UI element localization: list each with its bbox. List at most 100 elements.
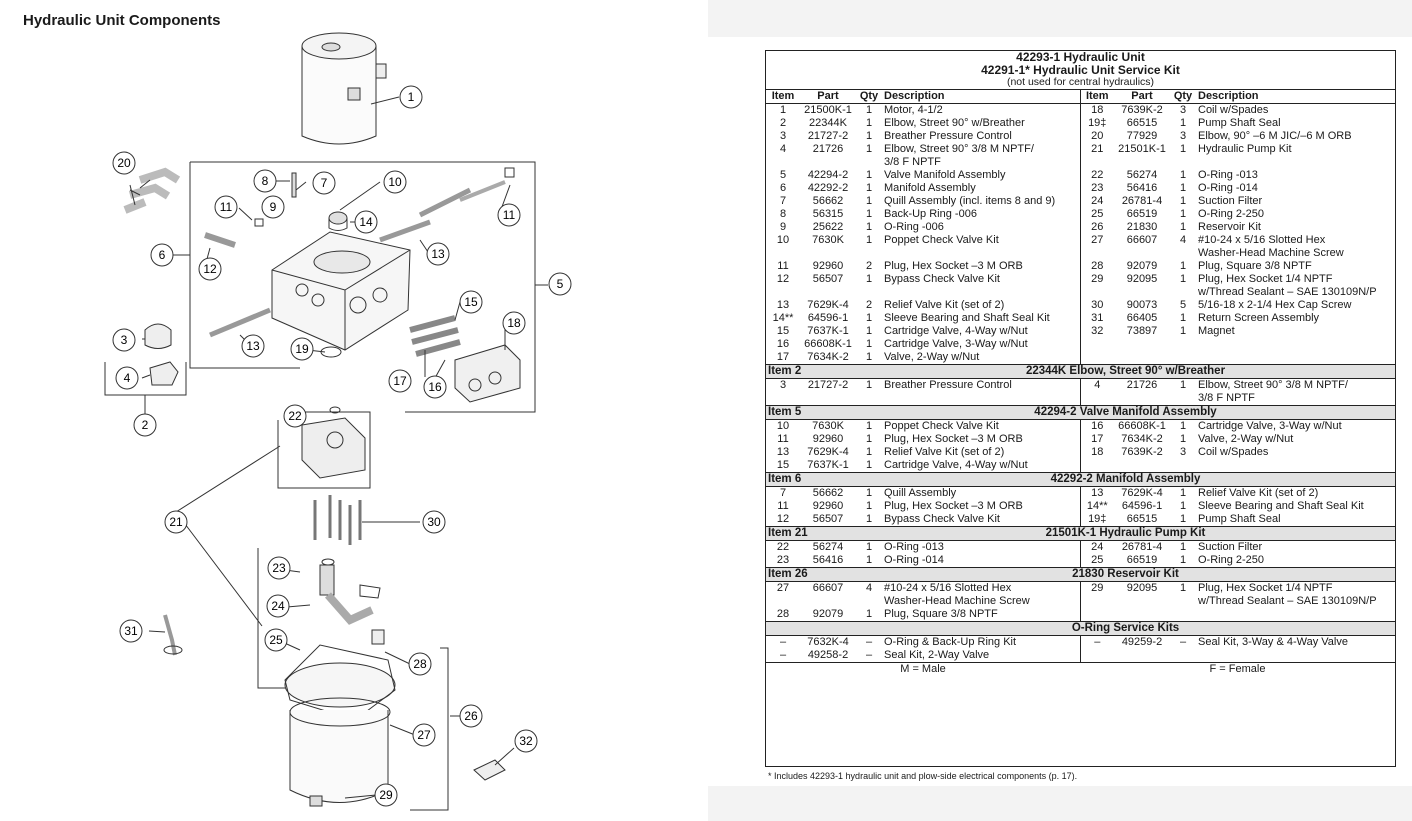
part-cell: 56662 xyxy=(812,487,844,499)
elbow-fittings xyxy=(123,167,181,214)
cartridge-valves xyxy=(204,167,521,403)
item-cell: 15 xyxy=(776,459,790,471)
part-cell: 21727-2 xyxy=(807,379,849,391)
item-cell: 1 xyxy=(779,104,787,116)
part-cell: 92960 xyxy=(812,500,844,512)
svg-text:32: 32 xyxy=(519,734,533,748)
qty-cell: 1 xyxy=(1179,273,1187,285)
qty-cell: 1 xyxy=(865,325,873,337)
manifold-block xyxy=(271,211,411,351)
item-cell: 7 xyxy=(779,195,787,207)
svg-text:26: 26 xyxy=(464,709,478,723)
description-cell: Breather Pressure Control xyxy=(884,130,1012,142)
item-cell: 28 xyxy=(776,608,790,620)
item-cell: 8 xyxy=(779,208,787,220)
item-cell: 23 xyxy=(776,554,790,566)
description-cell: Elbow, Street 90° w/Breather xyxy=(884,117,1025,129)
item-cell: 9 xyxy=(779,221,787,233)
svg-text:19: 19 xyxy=(295,342,309,356)
part-cell: 92079 xyxy=(812,608,844,620)
qty-cell: 1 xyxy=(865,169,873,181)
return-screen xyxy=(163,614,183,656)
svg-text:21: 21 xyxy=(169,515,183,529)
qty-cell xyxy=(1170,338,1196,351)
item-cell: 25 xyxy=(1079,554,1114,568)
callout-27: 27 xyxy=(412,723,436,747)
item-cell: – xyxy=(779,649,787,661)
callout-16: 16 xyxy=(423,375,447,399)
description-cell: Reservoir Kit xyxy=(1198,221,1261,233)
part-cell: 66607 xyxy=(812,582,844,594)
callout-24: 24 xyxy=(266,594,290,618)
item-cell: 15 xyxy=(776,325,790,337)
item-cell: 11 xyxy=(777,500,789,512)
description-cell: Return Screen Assembly xyxy=(1198,312,1320,324)
qty-cell: 1 xyxy=(865,312,873,324)
svg-text:10: 10 xyxy=(388,175,402,189)
description-cell: Suction Filter xyxy=(1198,541,1263,553)
qty-cell: 1 xyxy=(1179,500,1187,512)
part-cell: 92079 xyxy=(1126,260,1158,272)
part-cell: 7637K-1 xyxy=(807,459,849,471)
qty-cell: 1 xyxy=(865,459,873,471)
part-cell: 66405 xyxy=(1126,312,1158,324)
item-cell: 3 xyxy=(779,130,787,142)
svg-text:29: 29 xyxy=(379,788,393,802)
svg-text:23: 23 xyxy=(272,561,286,575)
callout-7: 7 xyxy=(312,171,336,195)
qty-cell: 2 xyxy=(865,299,873,311)
table-subtitle-kit: 42291-1* Hydraulic Unit Service Kit xyxy=(981,63,1180,77)
item-cell: 11 xyxy=(777,260,789,272)
callout-30: 30 xyxy=(422,510,446,534)
item-cell: 24 xyxy=(1079,195,1114,208)
description-cell: Manifold Assembly xyxy=(884,182,976,194)
description-cell: O-Ring 2-250 xyxy=(1198,208,1265,220)
part-cell xyxy=(1114,351,1170,365)
part-cell: 7634K-2 xyxy=(1121,433,1163,445)
description-cell: Sleeve Bearing and Shaft Seal Kit xyxy=(1198,500,1364,512)
svg-text:22: 22 xyxy=(288,409,302,423)
part-cell: 66607 xyxy=(1126,234,1158,246)
section-item-label: Item 5 xyxy=(766,405,856,420)
part-cell: 56507 xyxy=(812,273,844,285)
item-cell: 17 xyxy=(776,351,790,363)
callout-25: 25 xyxy=(264,628,288,652)
description-cell: Valve Manifold Assembly xyxy=(884,169,1006,181)
description-header: Description xyxy=(1196,90,1395,104)
description-cell: Hydraulic Pump Kit xyxy=(1198,143,1292,155)
item-cell xyxy=(1079,338,1114,351)
description-cell: 5/16-18 x 2-1/4 Hex Cap Screw xyxy=(1198,299,1352,311)
item-cell: 19‡ xyxy=(1079,117,1114,130)
description-cell: Plug, Hex Socket –3 M ORB xyxy=(884,433,1023,445)
qty-cell xyxy=(1170,351,1196,365)
item-cell: 23 xyxy=(1079,182,1114,195)
item-cell: 14** xyxy=(1079,500,1114,513)
description-cell xyxy=(1196,649,1395,663)
part-cell: 7629K-4 xyxy=(807,299,849,311)
svg-text:7: 7 xyxy=(321,176,328,190)
qty-cell: 3 xyxy=(1179,104,1187,116)
qty-cell: 1 xyxy=(865,130,873,142)
qty-cell: 1 xyxy=(1179,182,1187,194)
part-cell: 7630K xyxy=(812,234,844,246)
part-cell xyxy=(1114,649,1170,663)
callout-29: 29 xyxy=(374,783,398,807)
section-title: 21501K-1 Hydraulic Pump Kit xyxy=(856,526,1395,541)
qty-cell: 1 xyxy=(865,541,873,553)
item-cell xyxy=(1079,351,1114,365)
qty-cell: – xyxy=(865,649,873,661)
description-cell: Cartridge Valve, 4-Way w/Nut xyxy=(884,325,1028,337)
item-cell: 12 xyxy=(776,273,790,285)
qty-header: Qty xyxy=(856,90,882,104)
svg-text:4: 4 xyxy=(124,371,131,385)
item-cell: 29 xyxy=(1079,581,1114,608)
